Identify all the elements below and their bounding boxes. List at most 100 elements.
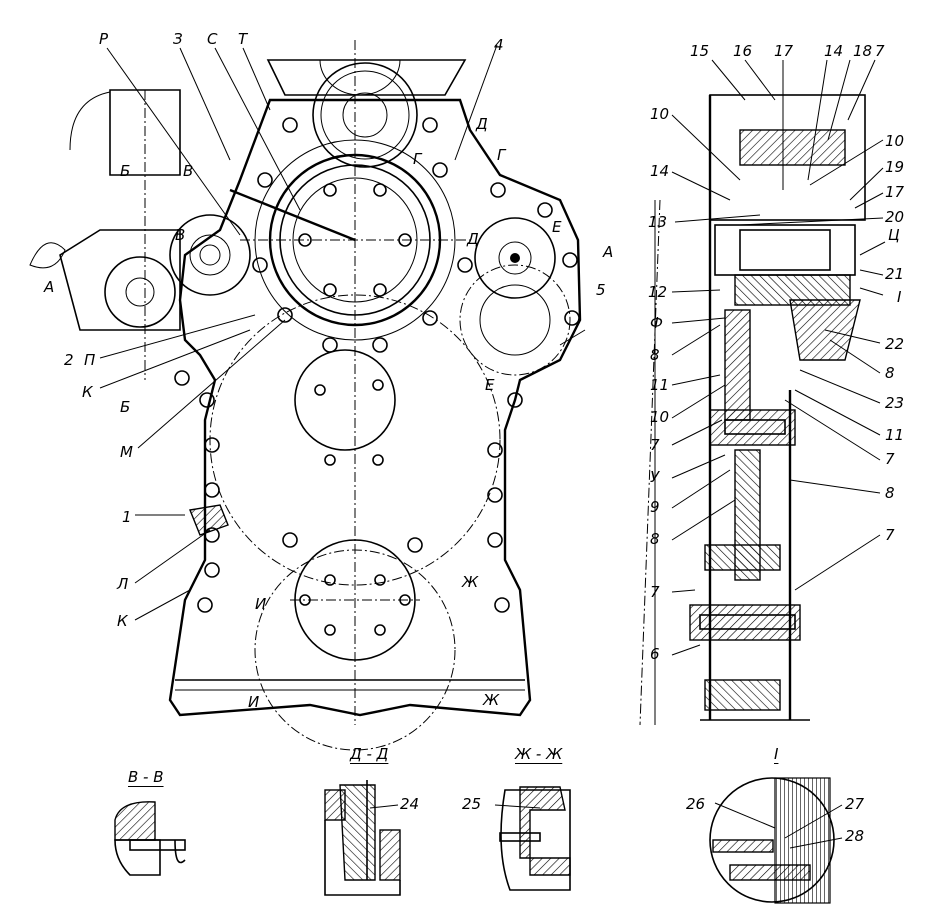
callout-2: 2 (64, 351, 74, 369)
callout-25: 25 (462, 795, 482, 813)
mid-hub (294, 349, 396, 451)
shaft-housing (714, 224, 856, 276)
section-mark-B-top: Б (120, 162, 131, 180)
callout-Z: З (173, 30, 183, 48)
callout-U: У (650, 468, 660, 486)
section-mark-G-left: Г (413, 150, 422, 168)
callout-8-left-a: 8 (650, 346, 660, 364)
callout-14-top: 14 (824, 42, 844, 60)
callout-Pi: П (84, 351, 96, 369)
section-mark-A-left: А (44, 278, 55, 296)
section-mark-E-top: Е (552, 218, 562, 236)
section-edge-dash (639, 199, 661, 726)
callout-14-left: 14 (650, 162, 670, 180)
callout-Ts: Ц (888, 226, 900, 244)
section-mark-Zh-bottom: Ж (483, 691, 500, 709)
right-idler-hub (498, 241, 532, 275)
upper-gear-hub (342, 92, 388, 138)
callout-F: Ф (650, 314, 663, 332)
callout-Kk: К (117, 612, 128, 630)
callout-17-right: 17 (885, 183, 905, 201)
detail-title-d-d: Д - Д (350, 745, 389, 763)
filter-arc (69, 91, 111, 151)
callout-8-left-b: 8 (650, 530, 660, 548)
breather-cap (29, 242, 66, 269)
callout-K: К (82, 383, 93, 401)
section-mark-D-top: Д (476, 115, 488, 133)
callout-24: 24 (400, 795, 420, 813)
callout-19: 19 (885, 158, 905, 176)
bottom-gear-rim-bottom (704, 679, 781, 711)
rod (229, 188, 356, 242)
callout-26: 26 (686, 795, 706, 813)
section-mark-D-mid: Д (467, 230, 479, 248)
callout-7-left-a: 7 (650, 436, 660, 454)
section-mark-I-top: И (255, 595, 267, 613)
callout-16: 16 (733, 42, 753, 60)
bottom-shaft (699, 614, 796, 630)
middle-gear-hub (709, 409, 796, 446)
upper-gear-inner (320, 70, 410, 160)
detail-d-d (324, 780, 401, 896)
section-view (639, 59, 886, 726)
detail-zh-zh (494, 786, 571, 891)
callout-22: 22 (885, 335, 905, 353)
callout-11-left: 11 (650, 376, 670, 394)
section-mark-Zh-top: Ж (462, 573, 479, 591)
callout-10-right: 10 (885, 132, 905, 150)
callout-P: Р (99, 30, 109, 48)
callout-18: 18 (853, 42, 873, 60)
callout-27: 27 (845, 795, 865, 813)
callout-17-top: 17 (774, 42, 794, 60)
section-mark-I-bottom: И (248, 693, 260, 711)
bottom-gear-hub (689, 604, 801, 641)
callout-6: 6 (650, 645, 660, 663)
filter-body (109, 89, 181, 176)
bolt-heads (174, 117, 580, 636)
right-idler-gear (474, 217, 556, 299)
callout-10-left: 10 (650, 408, 670, 426)
pump-gear (104, 256, 176, 328)
front-view (29, 40, 586, 751)
pump-housing (59, 229, 181, 331)
section-mark-A-right: А (603, 243, 614, 261)
left-idler-ring (189, 234, 231, 276)
top-cover-plate (266, 59, 467, 96)
callout-20: 20 (885, 208, 905, 226)
upper-gear-outer (312, 62, 418, 168)
callout-5: 5 (596, 281, 606, 299)
callout-T: Т (238, 30, 248, 48)
callout-1: 1 (122, 508, 132, 526)
callout-11-right: 11 (885, 426, 905, 444)
top-arc (319, 59, 401, 96)
drain-plug (189, 504, 229, 536)
callout-7-left-b: 7 (650, 583, 660, 601)
section-mark-G-right: Г (497, 146, 506, 164)
callout-7-top: 7 (875, 42, 885, 60)
left-idler-hub (199, 244, 221, 266)
section-mark-B-bottom: Б (120, 398, 131, 416)
detail-title-i: I (774, 745, 779, 763)
large-dashed-gear (209, 294, 501, 586)
gear-web-upper (724, 309, 751, 421)
hollow-shaft (739, 229, 831, 271)
callout-8-right-a: 8 (885, 364, 895, 382)
pump-hub (125, 277, 155, 307)
callout-S: С (207, 30, 218, 48)
leader-lines (99, 44, 586, 621)
callout-7-right-a: 7 (885, 450, 895, 468)
callout-10-left-top: 10 (650, 105, 670, 123)
callout-8-right-b: 8 (885, 484, 895, 502)
housing-outline (168, 98, 582, 717)
upper-gear-section (739, 129, 846, 166)
callout-21: 21 (885, 265, 905, 283)
callout-L: Л (117, 575, 129, 593)
callout-7-right-b: 7 (885, 526, 895, 544)
callout-I: I (897, 288, 902, 306)
bottom-gear-rim-top (704, 544, 781, 571)
detail-i (709, 777, 843, 904)
callout-4: 4 (494, 36, 504, 54)
right-lower-gear-inner (479, 284, 551, 356)
callout-9: 9 (650, 498, 660, 516)
